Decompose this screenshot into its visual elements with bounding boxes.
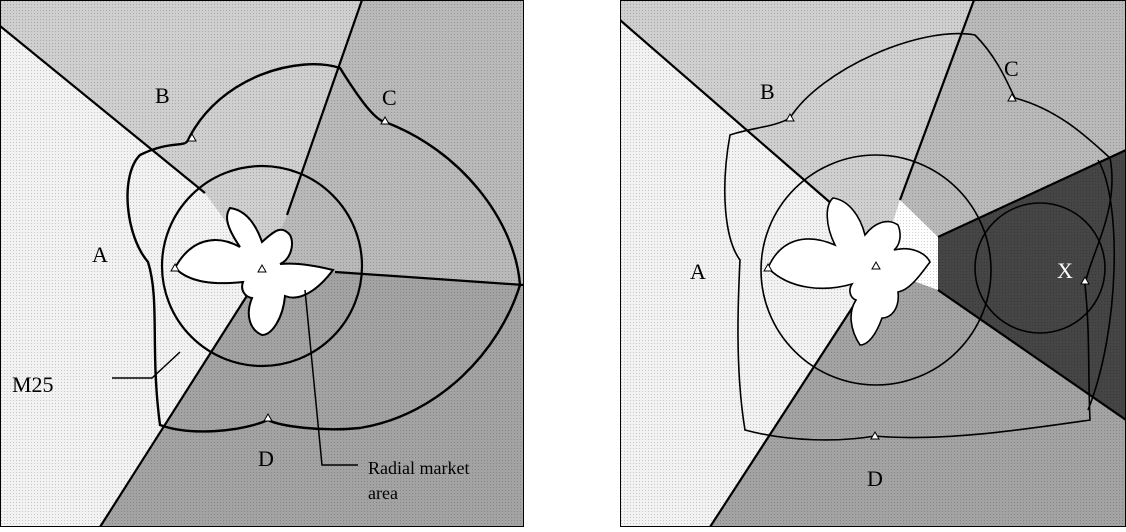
radial-market-area [767,197,931,346]
label-radial-market-line1: Radial market [368,458,469,478]
label-b: B [155,83,170,108]
x-market-circle [974,202,1106,334]
label-d: D [258,446,274,471]
x-market-arc [1087,159,1115,411]
triangle-icon [257,263,267,273]
triangle-icon [380,115,390,125]
m25-ring [760,154,992,386]
marker-group [763,92,1090,440]
radial-market-area [173,206,335,337]
triangle-icon [763,262,773,272]
label-m25: M25 [12,372,54,397]
diagram-left-svg: B C A M25 D Radial market area [0,0,525,528]
triangle-icon [871,260,881,270]
radial-leader [304,289,358,466]
leader-lines [112,289,358,466]
diagram-right-panel: B C A X D [619,0,1126,528]
marker-group [170,115,390,422]
label-radial-market-line2: area [368,483,398,503]
triangle-icon [1080,275,1090,285]
triangle-icon [785,112,795,122]
label-d: D [867,466,883,491]
label-c: C [1004,56,1019,81]
m25-ring [160,164,364,368]
region-boundaries [0,0,525,528]
diagram-right-svg: B C A X D [619,0,1126,528]
label-x: X [1057,258,1073,283]
label-b: B [760,79,775,104]
m25-leader [112,351,181,379]
outer-market-boundary [126,63,522,433]
label-c: C [382,85,397,110]
label-a: A [92,242,108,267]
triangle-icon [263,412,273,422]
outer-market-boundary [724,32,1113,441]
triangle-icon [1007,92,1017,102]
triangle-icon [870,430,880,440]
triangle-icon [187,132,197,142]
triangle-icon [170,262,180,272]
diagram-left-panel: B C A M25 D Radial market area [0,0,525,528]
label-a: A [690,259,706,284]
